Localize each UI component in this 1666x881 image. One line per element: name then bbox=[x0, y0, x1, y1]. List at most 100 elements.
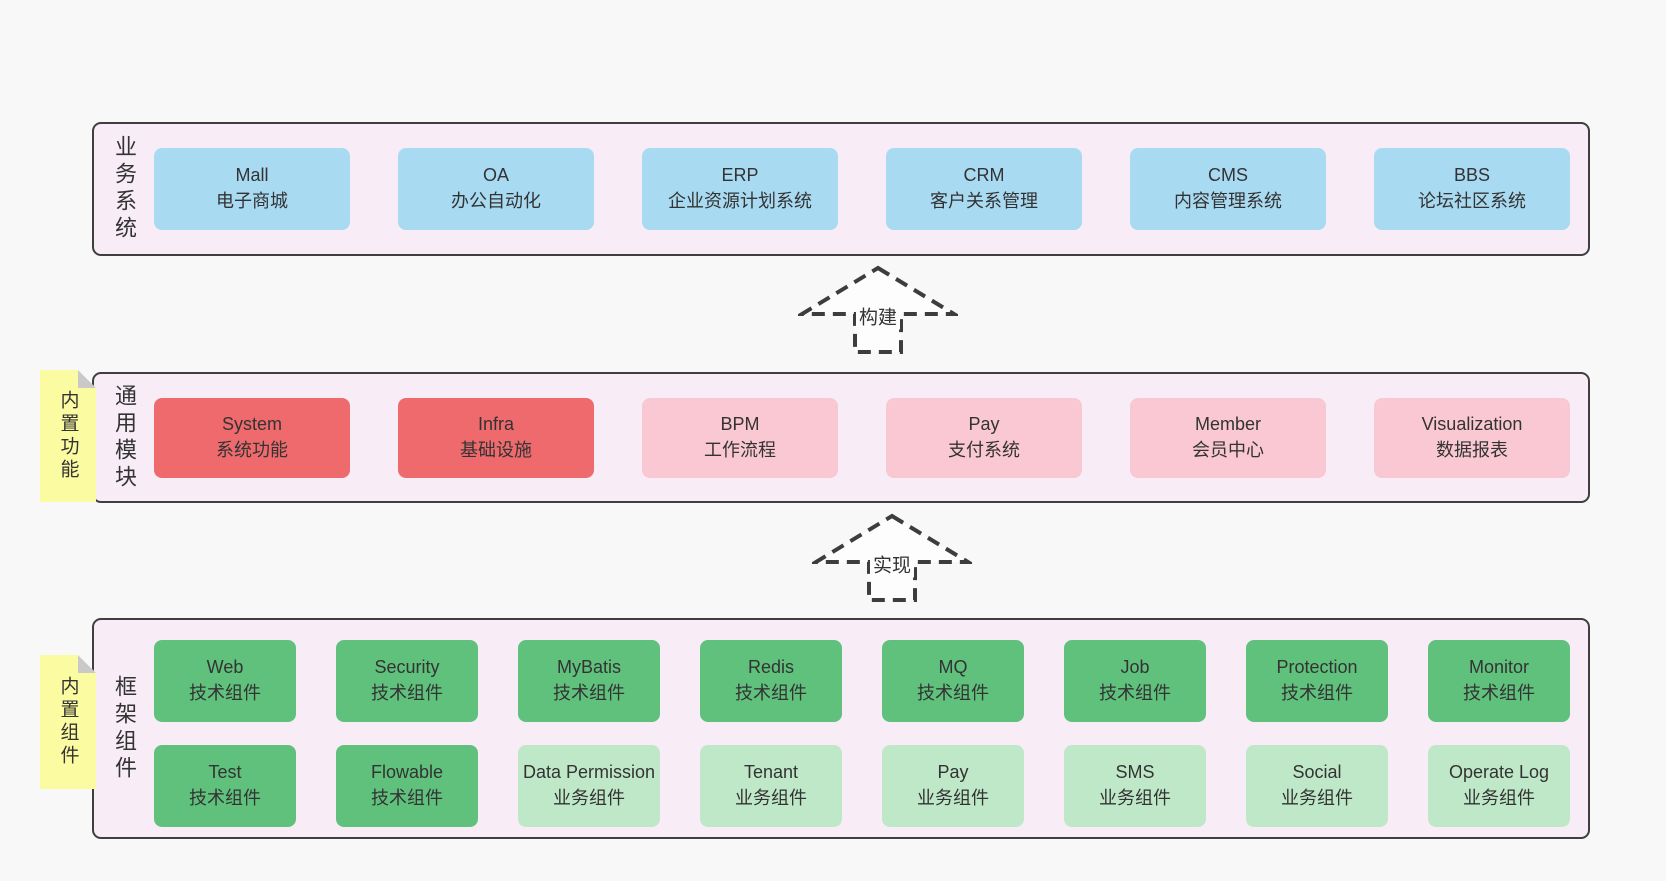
box-subtitle: 技术组件 bbox=[189, 788, 261, 808]
box-operate-log: Operate Log 业务组件 bbox=[1428, 745, 1570, 827]
box-social: Social 业务组件 bbox=[1246, 745, 1388, 827]
box-title: Pay bbox=[937, 762, 969, 783]
common-modules-panel: 通用模块 System 系统功能 Infra 基础设施 BPM 工作流程 Pay… bbox=[92, 372, 1590, 503]
implement-arrow-label: 实现 bbox=[869, 550, 915, 578]
box-subtitle: 业务组件 bbox=[1099, 788, 1171, 808]
box-subtitle: 工作流程 bbox=[704, 439, 776, 460]
box-web: Web 技术组件 bbox=[154, 640, 296, 722]
box-title: Mall bbox=[235, 165, 269, 186]
box-title: SMS bbox=[1115, 762, 1155, 783]
box-tenant: Tenant 业务组件 bbox=[700, 745, 842, 827]
box-subtitle: 技术组件 bbox=[735, 683, 807, 703]
box-monitor: Monitor 技术组件 bbox=[1428, 640, 1570, 722]
common-modules-row: System 系统功能 Infra 基础设施 BPM 工作流程 Pay 支付系统… bbox=[154, 374, 1570, 501]
box-data-permission: Data Permission 业务组件 bbox=[518, 745, 660, 827]
panel-label-column: 业务系统 bbox=[94, 124, 154, 254]
box-title: BPM bbox=[720, 413, 760, 434]
panel-label: 业务系统 bbox=[112, 135, 137, 243]
box-flowable: Flowable 技术组件 bbox=[336, 745, 478, 827]
box-title: CRM bbox=[963, 165, 1005, 186]
box-title: System bbox=[221, 413, 282, 434]
box-erp: ERP 企业资源计划系统 bbox=[642, 148, 838, 230]
box-subtitle: 技术组件 bbox=[371, 788, 443, 808]
sticky-label: 内置组件 bbox=[57, 676, 79, 768]
box-subtitle: 技术组件 bbox=[553, 683, 625, 703]
box-title: Web bbox=[206, 657, 244, 678]
framework-components-rows: Web 技术组件 Security 技术组件 MyBatis 技术组件 Redi… bbox=[154, 640, 1570, 837]
box-sms: SMS 业务组件 bbox=[1064, 745, 1206, 827]
box-subtitle: 内容管理系统 bbox=[1174, 191, 1282, 211]
business-systems-row: Mall 电子商城 OA 办公自动化 ERP 企业资源计划系统 CRM 客户关系… bbox=[154, 124, 1570, 254]
box-bpm: BPM 工作流程 bbox=[642, 397, 838, 478]
box-title: BBS bbox=[1453, 165, 1491, 186]
box-bbs: BBS 论坛社区系统 bbox=[1374, 148, 1570, 230]
box-title: MQ bbox=[938, 657, 968, 678]
panel-label: 通用模块 bbox=[112, 383, 137, 492]
panel-label-column: 通用模块 bbox=[94, 374, 154, 501]
box-subtitle: 业务组件 bbox=[1281, 788, 1353, 808]
box-title: Infra bbox=[477, 413, 515, 434]
box-title: OA bbox=[482, 165, 509, 186]
box-job: Job 技术组件 bbox=[1064, 640, 1206, 722]
box-security: Security 技术组件 bbox=[336, 640, 478, 722]
box-mybatis: MyBatis 技术组件 bbox=[518, 640, 660, 722]
box-protection: Protection 技术组件 bbox=[1246, 640, 1388, 722]
box-title: ERP bbox=[721, 165, 759, 186]
box-subtitle: 客户关系管理 bbox=[930, 191, 1038, 211]
box-title: Visualization bbox=[1421, 413, 1523, 434]
box-title: Tenant bbox=[743, 762, 799, 783]
sticky-label: 内置功能 bbox=[57, 390, 79, 482]
sticky-note-built-in-features: 内置功能 bbox=[40, 370, 96, 502]
box-pay-module: Pay 支付系统 bbox=[886, 397, 1082, 478]
box-title: Flowable bbox=[370, 762, 444, 783]
box-subtitle: 业务组件 bbox=[553, 788, 625, 808]
box-subtitle: 技术组件 bbox=[189, 683, 261, 703]
box-infra: Infra 基础设施 bbox=[398, 397, 594, 478]
box-title: Monitor bbox=[1468, 657, 1530, 678]
box-cms: CMS 内容管理系统 bbox=[1130, 148, 1326, 230]
box-subtitle: 技术组件 bbox=[917, 683, 989, 703]
box-mq: MQ 技术组件 bbox=[882, 640, 1024, 722]
box-subtitle: 论坛社区系统 bbox=[1418, 191, 1526, 211]
box-oa: OA 办公自动化 bbox=[398, 148, 594, 230]
box-title: Pay bbox=[968, 413, 1000, 434]
box-subtitle: 技术组件 bbox=[1463, 683, 1535, 703]
box-title: Data Permission bbox=[522, 762, 656, 783]
box-subtitle: 技术组件 bbox=[1099, 683, 1171, 703]
box-visualization: Visualization 数据报表 bbox=[1374, 397, 1570, 478]
box-subtitle: 数据报表 bbox=[1436, 439, 1508, 460]
box-title: MyBatis bbox=[556, 657, 621, 678]
box-subtitle: 电子商城 bbox=[216, 191, 288, 211]
build-arrow-label: 构建 bbox=[855, 302, 901, 330]
box-mall: Mall 电子商城 bbox=[154, 148, 350, 230]
box-subtitle: 系统功能 bbox=[216, 439, 288, 460]
framework-components-panel: 框架组件 Web 技术组件 Security 技术组件 MyBatis 技术组件… bbox=[92, 618, 1590, 839]
box-subtitle: 业务组件 bbox=[1463, 788, 1535, 808]
box-system: System 系统功能 bbox=[154, 397, 350, 478]
box-subtitle: 支付系统 bbox=[948, 439, 1020, 460]
panel-label-column: 框架组件 bbox=[94, 620, 154, 837]
box-subtitle: 技术组件 bbox=[1281, 683, 1353, 703]
sticky-note-built-in-components: 内置组件 bbox=[40, 655, 96, 789]
box-title: Operate Log bbox=[1448, 762, 1550, 783]
box-test: Test 技术组件 bbox=[154, 745, 296, 827]
box-title: Security bbox=[374, 657, 440, 678]
box-member: Member 会员中心 bbox=[1130, 397, 1326, 478]
box-subtitle: 业务组件 bbox=[735, 788, 807, 808]
build-arrow: 构建 bbox=[798, 264, 958, 356]
tech-components-row: Web 技术组件 Security 技术组件 MyBatis 技术组件 Redi… bbox=[154, 640, 1570, 722]
box-title: Test bbox=[208, 762, 242, 783]
panel-label: 框架组件 bbox=[112, 674, 137, 783]
business-components-row: Test 技术组件 Flowable 技术组件 Data Permission … bbox=[154, 745, 1570, 827]
business-systems-panel: 业务系统 Mall 电子商城 OA 办公自动化 ERP 企业资源计划系统 CRM… bbox=[92, 122, 1590, 256]
box-title: CMS bbox=[1208, 165, 1248, 186]
box-title: Redis bbox=[747, 657, 795, 678]
box-title: Social bbox=[1292, 762, 1342, 783]
box-redis: Redis 技术组件 bbox=[700, 640, 842, 722]
box-subtitle: 基础设施 bbox=[460, 439, 532, 460]
implement-arrow: 实现 bbox=[812, 512, 972, 604]
box-title: Job bbox=[1120, 657, 1150, 678]
box-subtitle: 企业资源计划系统 bbox=[668, 191, 812, 211]
box-subtitle: 业务组件 bbox=[917, 788, 989, 808]
